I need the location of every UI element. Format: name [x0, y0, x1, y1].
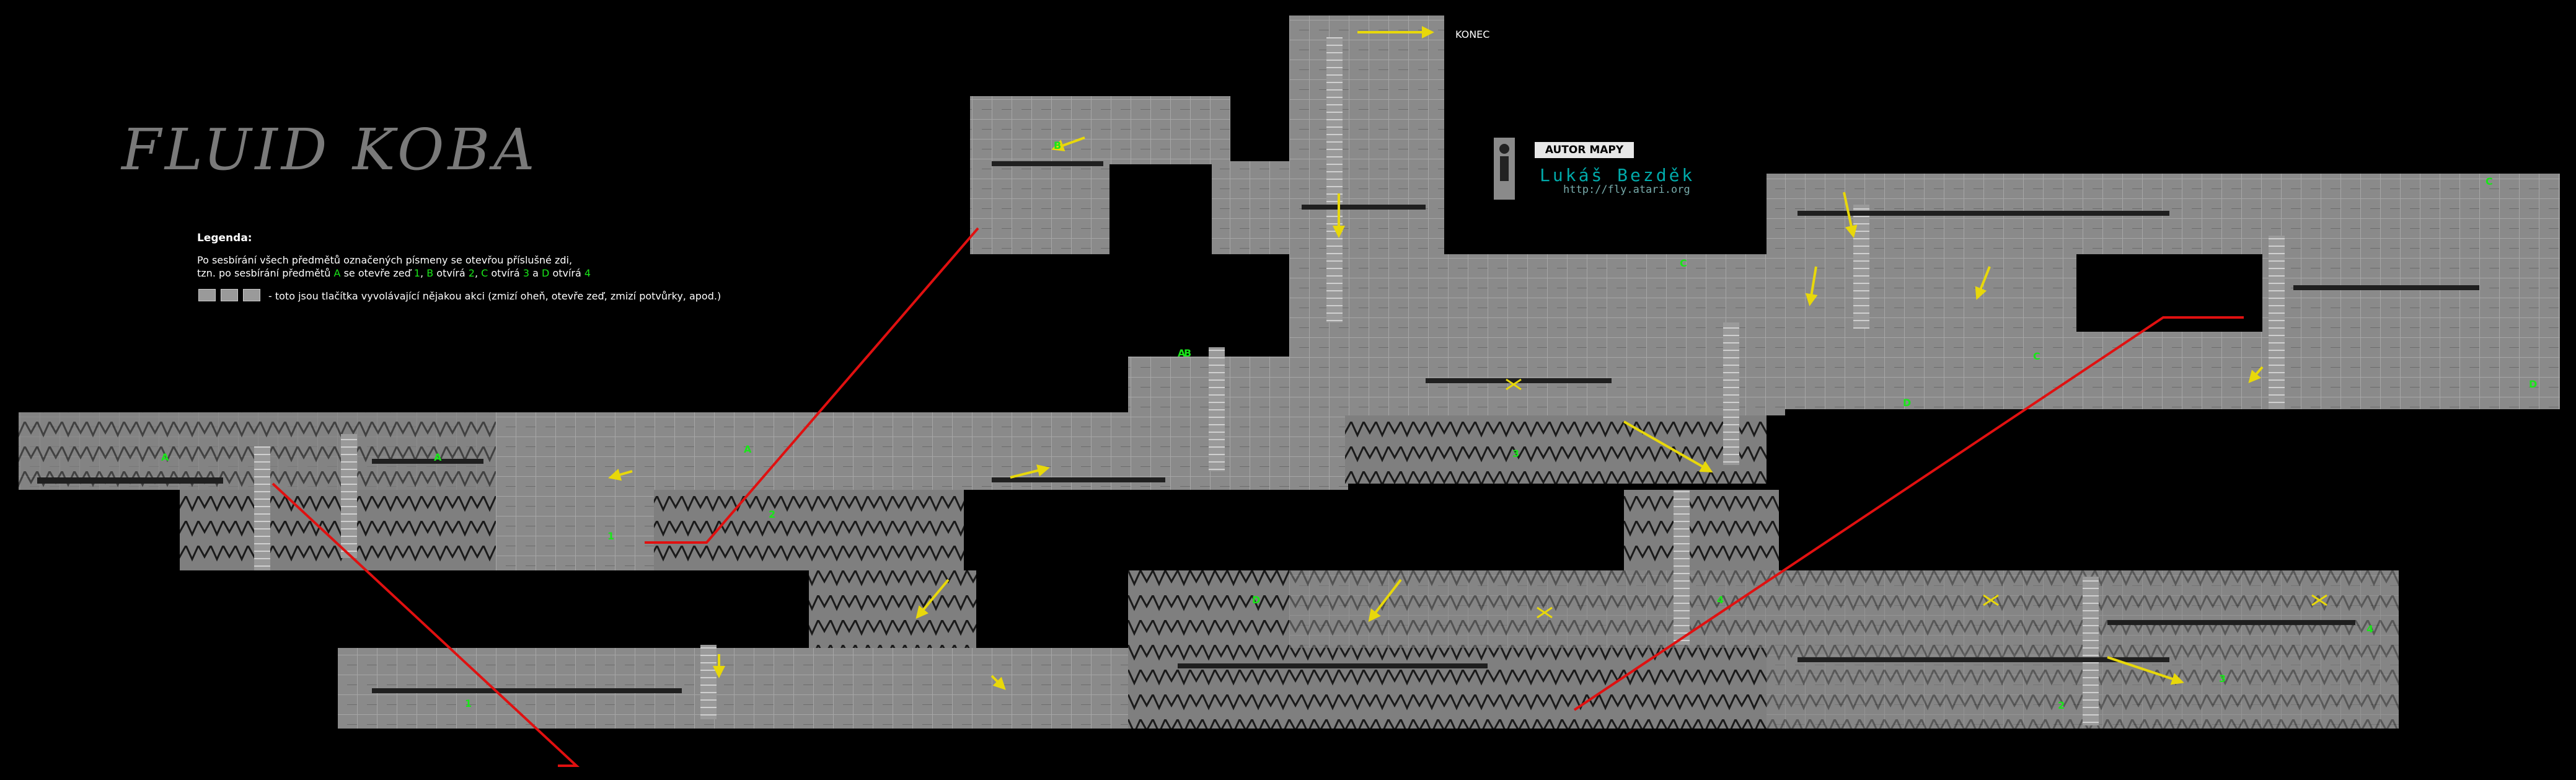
map-marker: 3: [1512, 448, 1520, 459]
legend-text: a: [532, 267, 539, 279]
legend-number-3: 3: [523, 267, 530, 279]
map-marker: 2: [769, 508, 776, 520]
map-marker: 4: [1717, 594, 1724, 606]
game-logo: FLUID KOBA: [121, 117, 539, 183]
map-marker: 4: [2366, 623, 2374, 635]
legend-letter-b: B: [426, 267, 434, 279]
legend-text: tzn. po sesbírání předmětů: [197, 267, 331, 279]
legend-number-1: 1: [413, 267, 421, 279]
legend-line-1: Po sesbírání všech předmětů označených p…: [197, 254, 573, 266]
legend-letter-d: D: [542, 267, 550, 279]
legend-letter-a: A: [333, 267, 341, 279]
map-marker: D: [1252, 594, 1261, 606]
map-marker: B: [1184, 347, 1192, 359]
map-marker: B: [1054, 140, 1062, 151]
legend-line-2: tzn. po sesbírání předmětů A se otevře z…: [197, 267, 591, 279]
author-name: Lukáš Bezděk: [1540, 165, 1695, 185]
map-marker: 1: [465, 698, 472, 709]
button-icon: [243, 289, 260, 301]
map-marker: 3: [2219, 673, 2226, 685]
end-label: KONEC: [1455, 29, 1490, 40]
legend-text: otvírá: [552, 267, 581, 279]
map-marker: C: [2486, 175, 2493, 187]
legend-line-3: - toto jsou tlačítka vyvolávající nějako…: [268, 290, 721, 302]
map-marker: 1: [607, 530, 615, 542]
map-marker: A: [744, 443, 752, 455]
map-marker: D: [2529, 378, 2538, 390]
switch-icon: [198, 289, 216, 301]
legend-letter-c: C: [481, 267, 488, 279]
player-sprite: [1494, 138, 1515, 200]
map-marker: 2: [2058, 699, 2065, 711]
legend-text: otvírá: [436, 267, 465, 279]
author-badge: AUTOR MAPY: [1535, 142, 1634, 158]
legend-text: otvírá: [491, 267, 520, 279]
legend-number-2: 2: [468, 267, 475, 279]
hint-arrows: [608, 26, 2264, 690]
map-marker: C: [2033, 350, 2040, 362]
map-marker: A: [161, 451, 169, 463]
legend-title: Legenda:: [197, 232, 252, 244]
map-marker: A: [1178, 347, 1186, 359]
ladders: [254, 37, 2285, 725]
legend-text: se otevře zeď: [343, 267, 411, 279]
fire-x-marks: [1506, 378, 2327, 619]
map-marker: C: [1680, 257, 1687, 269]
lever-icon: [221, 289, 238, 301]
map-marker: D: [1903, 397, 1912, 409]
author-url: http://fly.atari.org: [1563, 184, 1690, 196]
map-marker: A: [434, 451, 442, 463]
route-lines: [271, 227, 2244, 767]
legend-number-4: 4: [584, 267, 591, 279]
